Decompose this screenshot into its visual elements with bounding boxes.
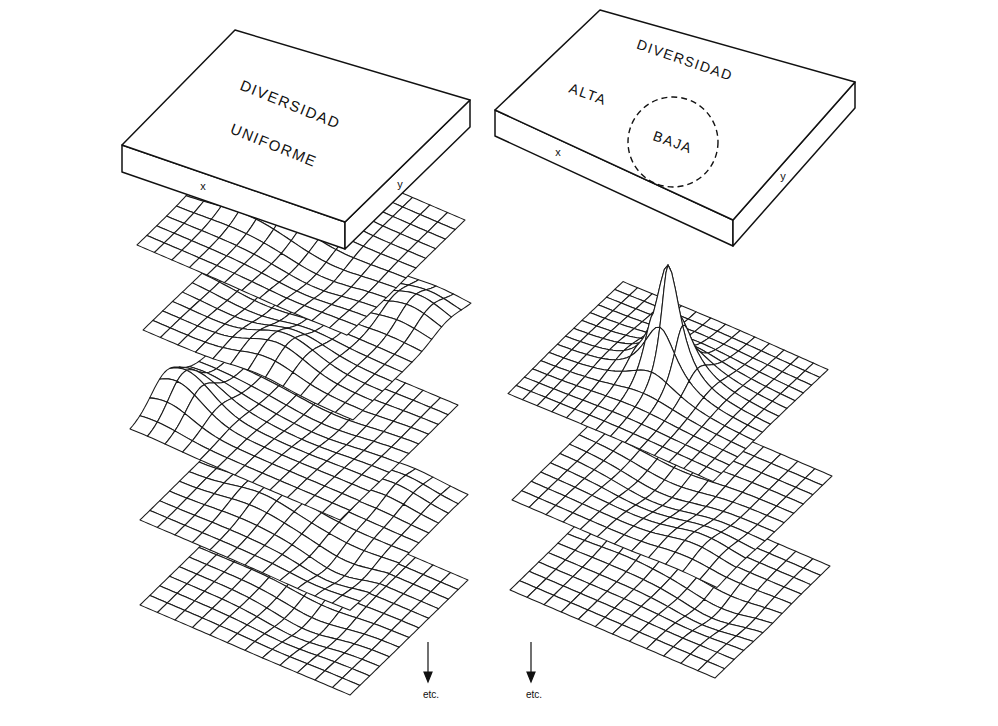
arrow-head bbox=[527, 672, 535, 682]
down-arrow bbox=[427, 642, 428, 676]
grid-cell bbox=[336, 403, 363, 420]
down-arrow bbox=[530, 642, 531, 676]
surface-layer bbox=[510, 478, 830, 678]
grid-cell bbox=[698, 467, 721, 482]
axis-label: y bbox=[397, 178, 403, 190]
axis-label: x bbox=[555, 146, 561, 158]
grid-cell bbox=[323, 503, 350, 520]
slab-outline bbox=[493, 8, 859, 250]
surface-layer bbox=[130, 315, 458, 520]
diversity-slab: BAJADIVERSIDADALTA bbox=[493, 8, 859, 250]
axis-label: y bbox=[780, 170, 786, 182]
diversity-slab: DIVERSIDAD UNIFORME bbox=[120, 28, 474, 254]
continuation-note: etc. bbox=[423, 689, 439, 700]
grid-cell bbox=[333, 678, 360, 695]
region-circle: BAJA bbox=[626, 95, 720, 189]
grid-cell bbox=[698, 661, 725, 678]
surface-layer bbox=[143, 215, 471, 420]
grid-cell bbox=[330, 319, 357, 335]
surface-layer bbox=[512, 388, 832, 588]
continuation-arrows bbox=[424, 642, 535, 682]
grid-cell bbox=[700, 568, 727, 587]
slab-label: BAJA bbox=[642, 123, 705, 160]
slab-face bbox=[495, 10, 855, 220]
arrow-head bbox=[424, 672, 432, 682]
surface-layer bbox=[140, 490, 468, 695]
grid-cell bbox=[333, 595, 360, 610]
axis-label: x bbox=[200, 180, 206, 192]
slab-face bbox=[122, 30, 470, 222]
surface-layer bbox=[508, 265, 828, 482]
surface-layer bbox=[140, 405, 468, 610]
continuation-note: etc. bbox=[526, 689, 542, 700]
